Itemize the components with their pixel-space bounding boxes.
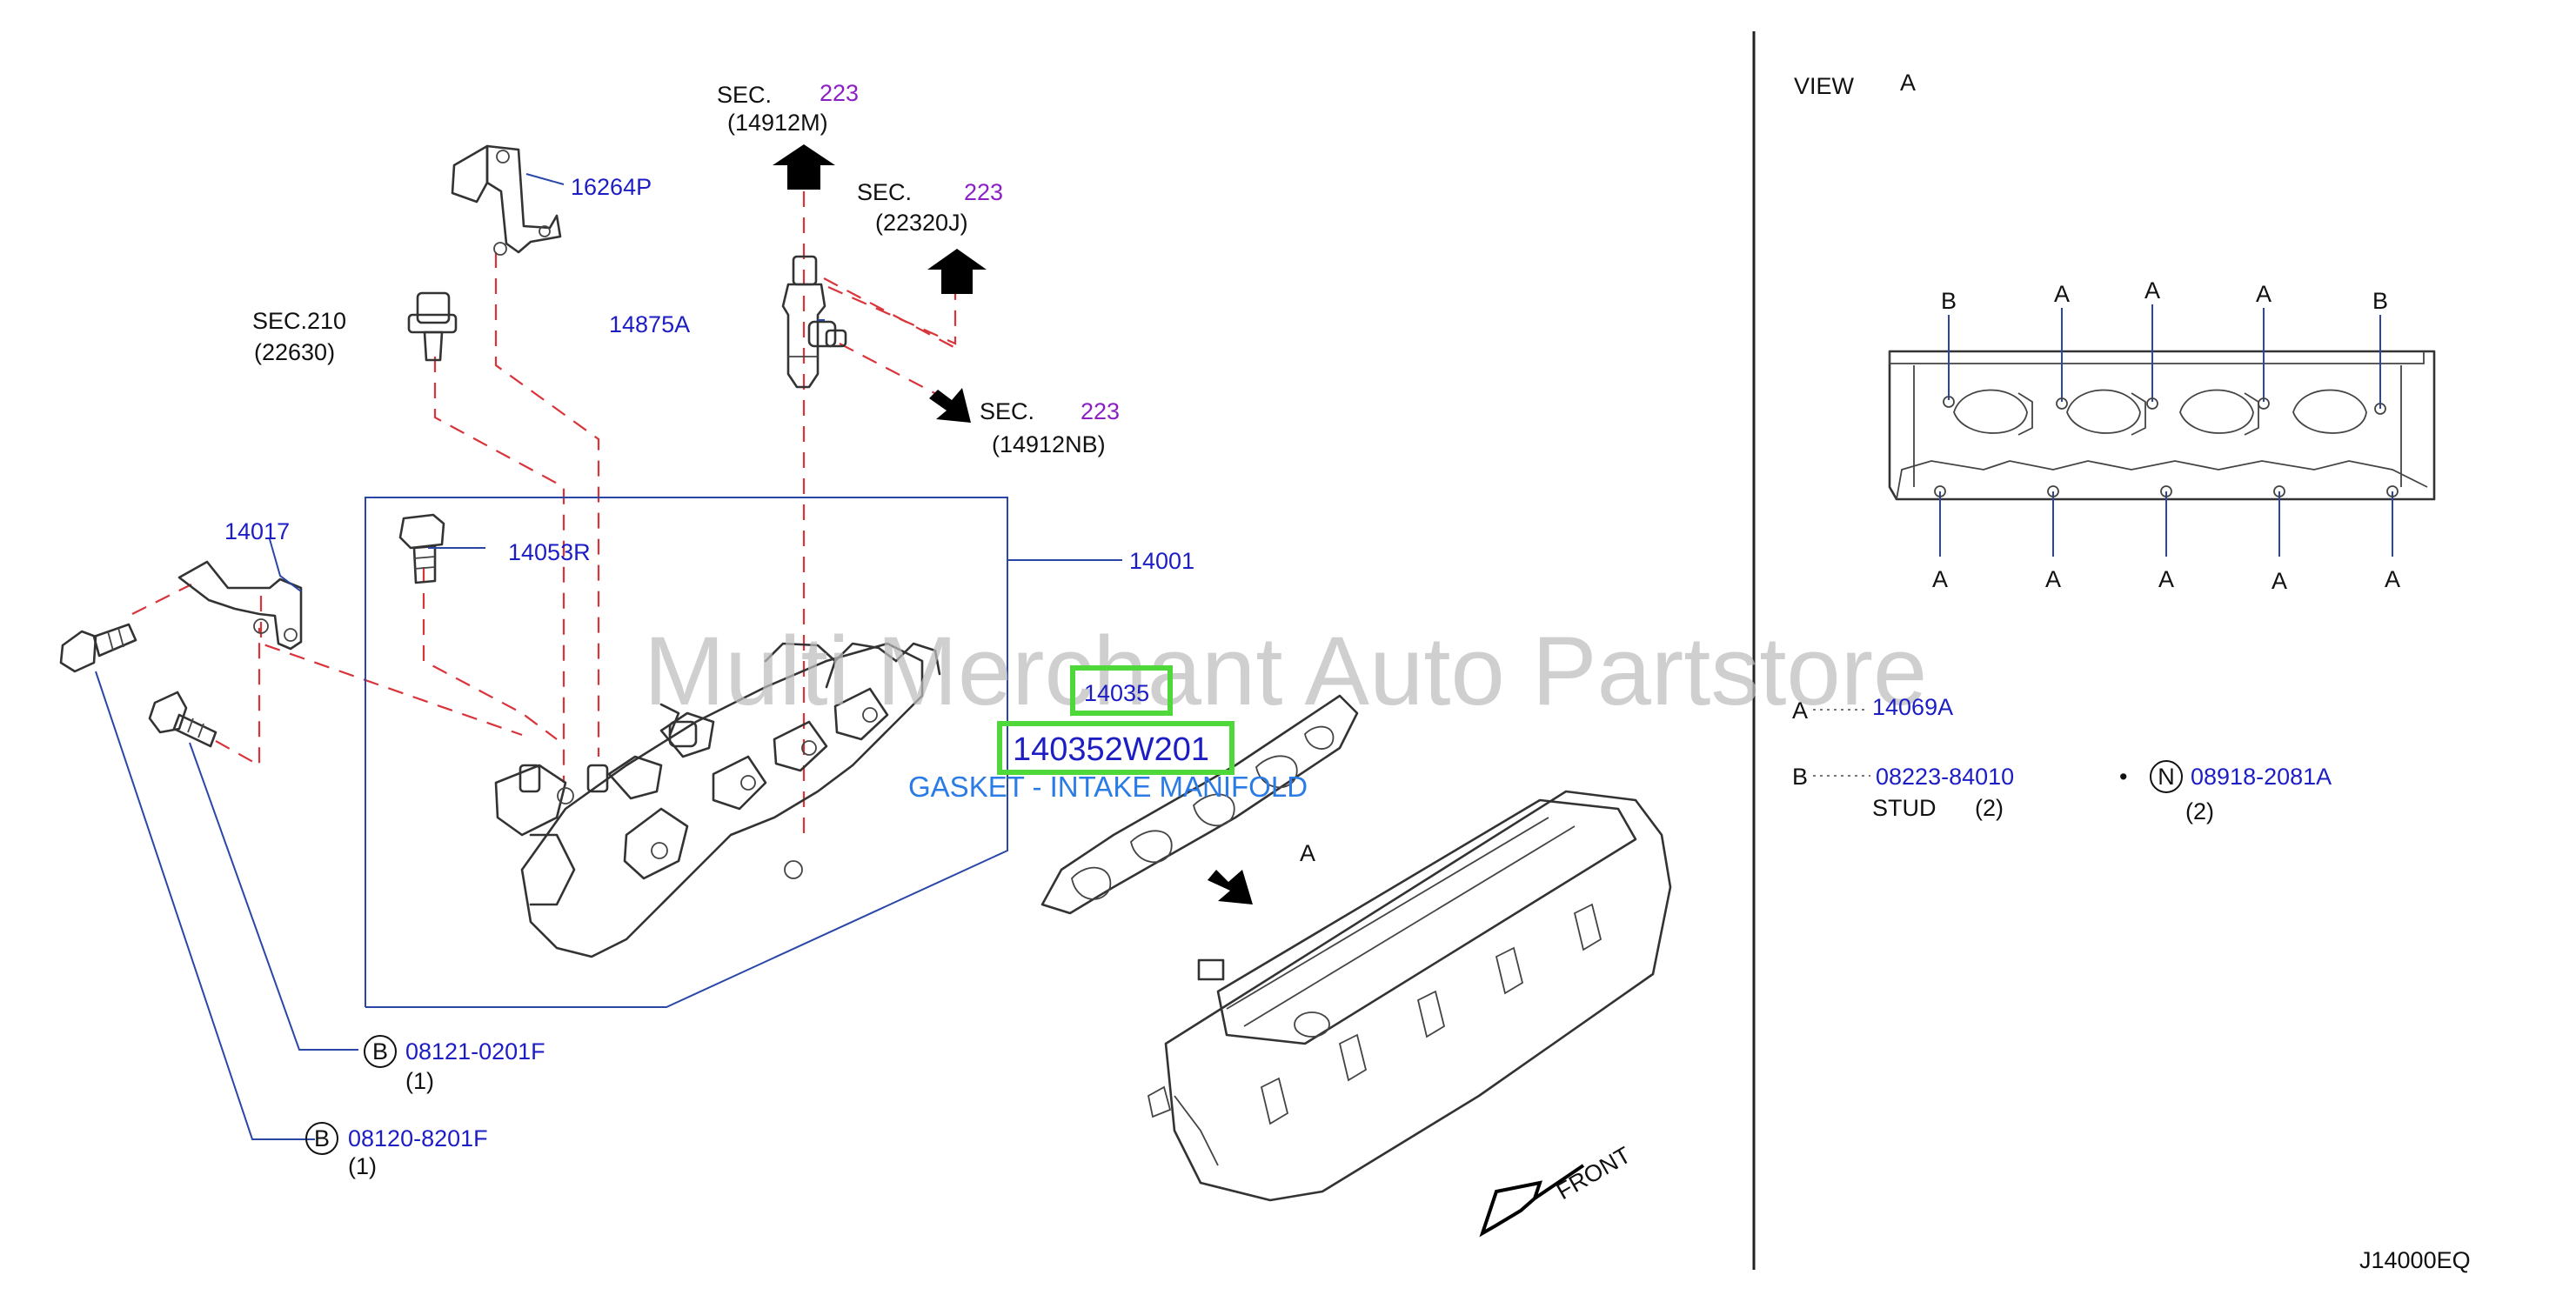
part-number-16264p[interactable]: 16264P (571, 174, 652, 200)
part-number-14053r[interactable]: 14053R (508, 539, 591, 565)
point-letter: A (2256, 281, 2272, 307)
quantity: (1) (405, 1068, 434, 1094)
section-ref-22630[interactable]: SEC.210 (22630) (252, 308, 346, 365)
legend-bullet: • (2119, 764, 2127, 790)
intake-manifold-drawing (494, 642, 941, 958)
bolt-08120-drawing (59, 623, 137, 673)
legend-n[interactable]: • N 08918-2081A (2) (2119, 760, 2332, 824)
part-number-14017[interactable]: 14017 (224, 518, 290, 544)
arrow-right-14912nb (929, 388, 971, 423)
bolt-08121-drawing (148, 691, 217, 748)
code-circle (364, 1035, 397, 1068)
sec-label: SEC. (857, 179, 912, 205)
view-a-drawing (1888, 350, 2436, 501)
sec-ref: (22630) (254, 339, 335, 365)
section-ref-14912m[interactable]: SEC. 223 (14912M) (717, 80, 859, 136)
view-title: VIEW (1794, 73, 1855, 99)
sec-number: 223 (1081, 398, 1120, 424)
bracket-14017-drawing (177, 560, 303, 651)
assembly-dashed-lines (131, 191, 957, 839)
legend-b[interactable]: B 08223-84010 STUD (2) (1792, 764, 2014, 821)
point-letter: B (1941, 288, 1957, 314)
legend-part-number[interactable]: 14069A (1872, 694, 1953, 720)
arrow-up-14912m (773, 144, 835, 190)
legend-quantity: (2) (2185, 798, 2214, 824)
part-number[interactable]: 08120-8201F (348, 1125, 488, 1151)
sec-label: SEC. (980, 398, 1034, 424)
bracket-16264p-drawing (451, 144, 562, 256)
code-letter: B (372, 1038, 388, 1065)
point-letter: A (2144, 277, 2160, 304)
code-letter: B (314, 1125, 330, 1151)
point-letter: A (2272, 568, 2287, 594)
view-a-leaders (1939, 304, 2393, 557)
sec-number: 223 (820, 80, 859, 106)
front-label: FRONT (1552, 1142, 1636, 1205)
legend-part-number[interactable]: 08223-84010 (1876, 764, 2014, 790)
legend-part-name: STUD (1872, 795, 1937, 821)
sec-ref: (14912M) (727, 110, 828, 136)
view-letter: A (1900, 70, 1916, 96)
code-circle (2150, 760, 2183, 793)
arrow-right-view-a (1208, 870, 1253, 904)
point-letter: A (1932, 566, 1948, 592)
point-letter: A (2385, 566, 2400, 592)
legend-code: N (2158, 764, 2175, 790)
view-a-top-letters: B A A A B (1941, 277, 2388, 314)
highlight-14035 (1070, 665, 1173, 716)
point-letter: A (2158, 566, 2174, 592)
direction-arrows (773, 144, 1585, 1238)
cylinder-head-drawing (1147, 790, 1672, 1202)
fuel-injector-drawing (781, 255, 847, 389)
point-letter: A (2054, 281, 2070, 307)
view-a-holes (1934, 396, 2399, 497)
gasket-description: GASKET - INTAKE MANIFOLD (908, 771, 1308, 803)
sec-label: SEC.210 (252, 308, 346, 334)
part-number-14001[interactable]: 14001 (1129, 548, 1194, 574)
point-letter: B (2372, 288, 2388, 314)
part-number[interactable]: 08121-0201F (405, 1038, 545, 1065)
legend-quantity: (2) (1975, 795, 2004, 821)
sec-ref: (22320J) (875, 210, 968, 236)
point-letter: A (2045, 566, 2061, 592)
sec-label: SEC. (717, 82, 772, 108)
view-a-callout: A (1300, 840, 1315, 866)
bolt-08121-0201f-callout[interactable]: B 08121-0201F (1) (364, 1035, 545, 1094)
diagram-id: J14000EQ (2359, 1247, 2471, 1273)
bolt-08120-8201f-callout[interactable]: B 08120-8201F (1) (305, 1122, 488, 1179)
section-ref-22320j[interactable]: SEC. 223 (22320J) (857, 179, 1003, 236)
view-a-bottom-letters: A A A A A (1932, 566, 2400, 594)
legend-a[interactable]: A 14069A (1792, 694, 1953, 724)
quantity: (1) (348, 1153, 377, 1179)
sensor-22630-drawing (407, 291, 458, 362)
part-number-140352w201[interactable]: 140352W201 (1013, 731, 1209, 768)
gasket-14035-drawing (1040, 694, 1359, 915)
legend-code: B (1792, 764, 1808, 790)
manifold-assembly-frame (365, 497, 1008, 1008)
arrow-up-22320j (927, 249, 987, 294)
legend-part-number[interactable]: 08918-2081A (2191, 764, 2332, 790)
section-ref-14912nb[interactable]: SEC. 223 (14912NB) (980, 398, 1120, 457)
code-circle (305, 1122, 338, 1155)
sec-ref: (14912NB) (992, 431, 1106, 457)
sec-number: 223 (964, 179, 1003, 205)
front-arrow (1479, 1164, 1585, 1238)
part-number-14875a[interactable]: 14875A (609, 311, 690, 337)
part-leaders (95, 173, 1122, 1140)
highlight-140352w201 (997, 721, 1234, 775)
part-number-14035[interactable]: 14035 (1084, 680, 1149, 706)
legend-code: A (1792, 698, 1808, 724)
bolt-14053r-drawing (398, 513, 445, 584)
watermark: Multi Merchant Auto Partstore (644, 617, 1927, 725)
